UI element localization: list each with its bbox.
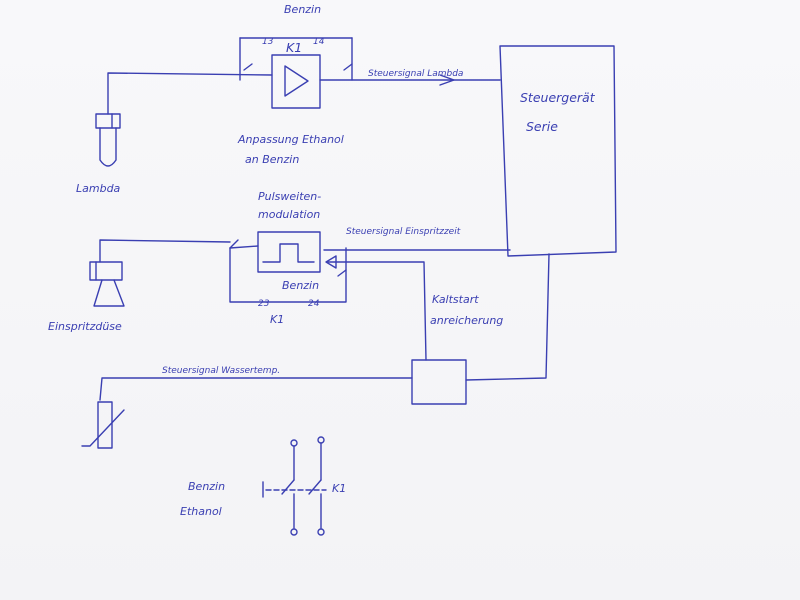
- pin-24-label: 24: [308, 299, 320, 309]
- steuergeraet-label-2: Serie: [526, 119, 558, 134]
- pwm-label-2: modulation: [258, 208, 320, 221]
- changeover-switch-k1: [262, 436, 327, 536]
- kaltstart-box: [411, 359, 467, 405]
- steuersignal-wassertemp-label: Steuersignal Wassertemp.: [162, 366, 280, 376]
- steuergeraet-label-1: Steuergerät: [520, 90, 596, 105]
- kaltstart-label-2: anreicherung: [430, 314, 503, 327]
- pin-14-label: 14: [313, 37, 325, 47]
- relay-k1-mid: [229, 239, 347, 303]
- pwm-block: [257, 231, 321, 273]
- steuersignal-lambda-label: Steuersignal Lambda: [368, 69, 463, 79]
- wassertemp-wire: [99, 377, 413, 401]
- injector-wire: [99, 239, 231, 263]
- lambda-sensor: [95, 113, 121, 167]
- pwm-label-1: Pulsweiten-: [258, 190, 321, 203]
- steuergeraet-box: [499, 45, 617, 257]
- k1-top-label: K1: [286, 40, 302, 55]
- einspritzduese-label: Einspritzdüse: [48, 320, 122, 333]
- switch-ethanol-label: Ethanol: [180, 505, 222, 518]
- benzin-mid-label: Benzin: [282, 279, 319, 292]
- steuergeraet-kaltstart-wire: [465, 253, 550, 381]
- amplifier-block: [271, 54, 321, 109]
- switch-benzin-label: Benzin: [188, 480, 225, 493]
- benzin-top-label: Benzin: [284, 3, 321, 16]
- pin-23-label: 23: [258, 299, 270, 309]
- lambda-wire: [107, 72, 273, 115]
- water-temp-sensor: [81, 401, 125, 449]
- switch-k1-label: K1: [332, 482, 346, 495]
- kaltstart-wire: [327, 261, 427, 361]
- injector: [89, 261, 125, 307]
- pin-13-label: 13: [262, 37, 274, 47]
- kaltstart-label-1: Kaltstart: [432, 293, 479, 306]
- k1-mid-label: K1: [270, 313, 284, 326]
- lambda-label: Lambda: [76, 182, 121, 195]
- anpassung-label-2: an Benzin: [245, 153, 299, 166]
- relay-k1-top: [239, 37, 353, 81]
- kaltstart-arrow: [325, 255, 337, 269]
- lambda-signal-arrow: [439, 74, 455, 86]
- anpassung-label-1: Anpassung Ethanol: [237, 133, 344, 146]
- steuersignal-einspritzzeit-label: Steuersignal Einspritzzeit: [346, 227, 461, 237]
